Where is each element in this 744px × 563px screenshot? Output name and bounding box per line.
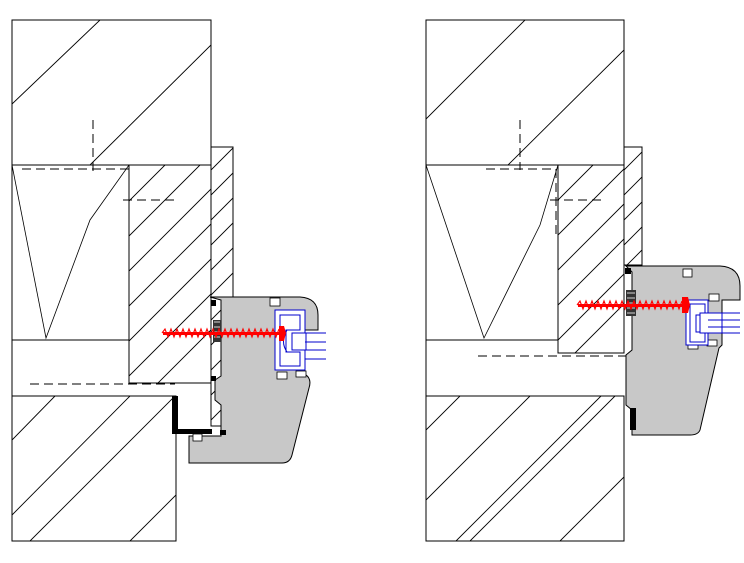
left-lintel-block bbox=[11, 19, 212, 172]
left-sill-block bbox=[11, 395, 177, 542]
right-lintel-block bbox=[425, 19, 625, 170]
glazing-unit-icon bbox=[274, 309, 326, 371]
right-reveal bbox=[425, 164, 630, 397]
right-view bbox=[425, 19, 741, 542]
right-insulation-block bbox=[557, 164, 625, 354]
right-sill-block bbox=[425, 395, 625, 542]
left-membrane bbox=[172, 396, 212, 434]
right-anchor-screw-icon bbox=[576, 297, 690, 313]
left-insulation-block bbox=[128, 164, 212, 384]
left-reveal bbox=[11, 164, 176, 397]
right-glazing-unit-icon bbox=[685, 299, 740, 346]
left-view bbox=[11, 19, 326, 542]
anchor-screw-icon bbox=[161, 326, 286, 341]
right-sealing-tape-icon bbox=[626, 290, 636, 316]
right-window-frame bbox=[624, 265, 741, 436]
right-cladding-strip bbox=[623, 146, 643, 266]
